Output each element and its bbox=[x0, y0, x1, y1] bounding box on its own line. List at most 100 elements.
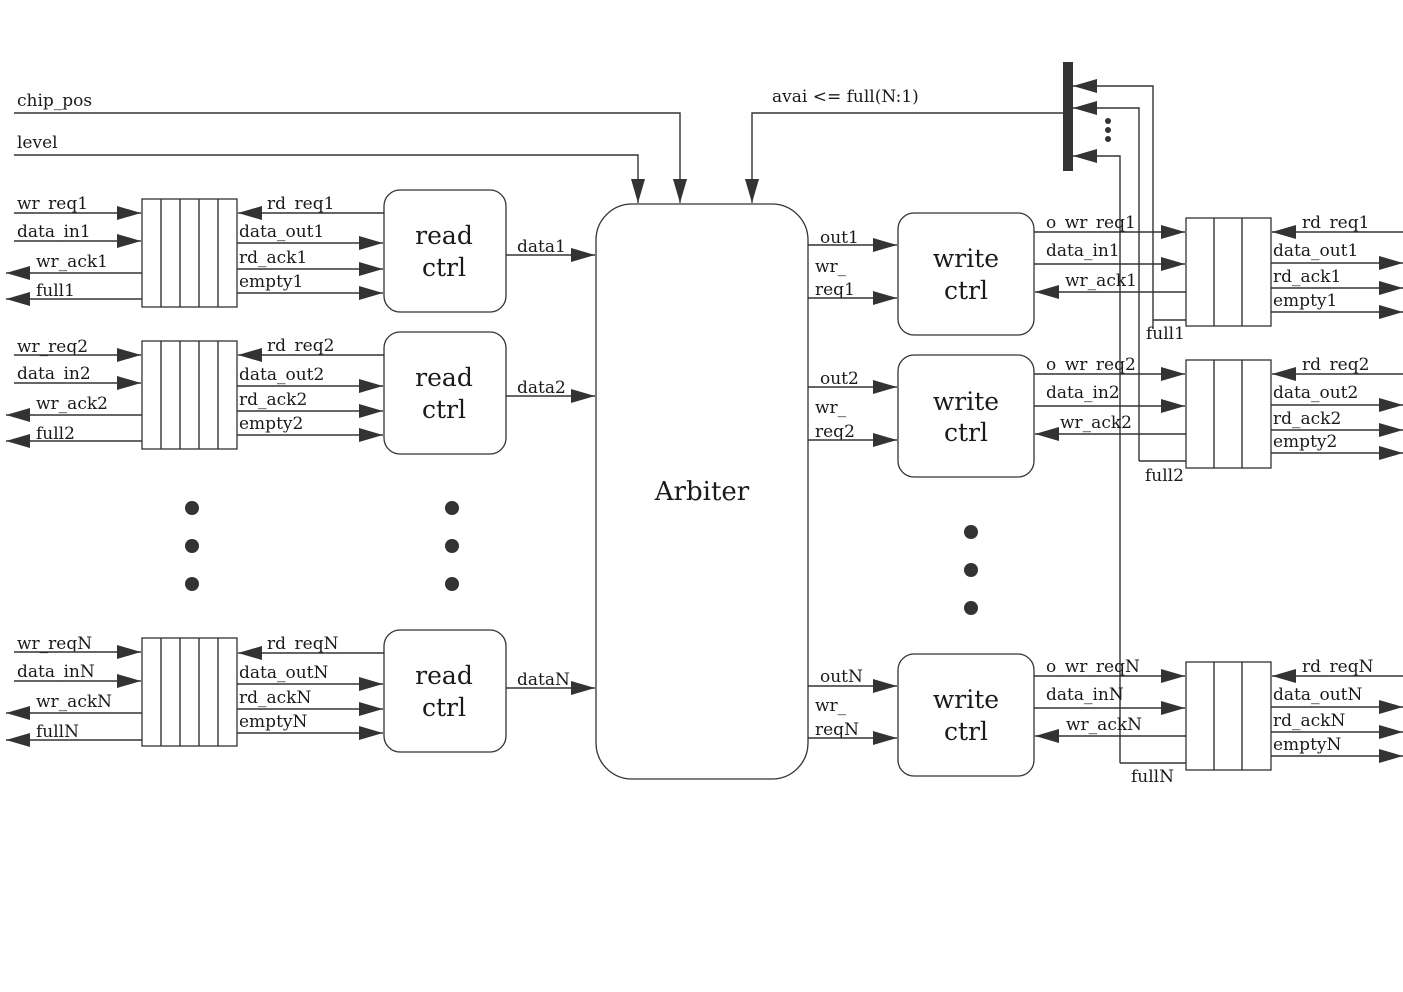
out-rd-req-n-label: rd_reqN bbox=[1302, 657, 1374, 677]
read-ctrl-n-label-bottom: ctrl bbox=[422, 693, 466, 722]
data-in-n-label: data_inN bbox=[17, 662, 95, 682]
chip-pos-wire bbox=[14, 112, 687, 203]
data-n-label: dataN bbox=[517, 670, 570, 690]
input-fifo-1 bbox=[141, 198, 238, 308]
input-fifo-1-slots bbox=[160, 199, 219, 307]
out-rd-req-1-label: rd_req1 bbox=[1302, 213, 1369, 233]
wr-req-1-label: wr_req1 bbox=[17, 194, 88, 214]
out-data-in-n-label: data_inN bbox=[1046, 685, 1124, 705]
full-2-label: full2 bbox=[36, 424, 75, 444]
write-ctrl-1-label-bottom: ctrl bbox=[944, 276, 988, 305]
level-wire bbox=[14, 154, 645, 203]
wr-n-label-top: wr_ bbox=[815, 696, 847, 716]
out-rd-ack-n-label: rd_ackN bbox=[1273, 711, 1345, 731]
out-1-label: out1 bbox=[820, 228, 859, 248]
input-fifo-2-slots bbox=[160, 341, 219, 449]
rd-req-n-label: rd_reqN bbox=[267, 634, 339, 654]
data-2-label: data2 bbox=[517, 378, 566, 398]
chip-pos-input: chip_pos bbox=[14, 91, 687, 203]
rd-ack-1-label: rd_ack1 bbox=[239, 248, 307, 268]
out-data-out-1-label: data_out1 bbox=[1273, 241, 1358, 261]
full-n-label: fullN bbox=[36, 722, 79, 742]
full1-feedback-wire bbox=[1073, 79, 1154, 329]
output-fifo-1-slots bbox=[1213, 218, 1243, 326]
out-empty-n-label: emptyN bbox=[1273, 735, 1341, 755]
arbiter-label: Arbiter bbox=[654, 477, 750, 507]
output-fifo-n-slots bbox=[1213, 662, 1243, 770]
empty-2-label: empty2 bbox=[239, 414, 303, 434]
output-fifo-2 bbox=[1185, 359, 1272, 469]
data-in-2-label: data_in2 bbox=[17, 364, 91, 384]
read-ctrl-2 bbox=[383, 331, 507, 455]
data-1-label: data1 bbox=[517, 237, 566, 257]
avai-input: avai <= full(N:1) bbox=[745, 87, 1064, 203]
output-ellipsis-icon bbox=[964, 525, 978, 615]
out-full-n-label: fullN bbox=[1131, 767, 1174, 787]
o-wr-req-2-label: o_wr_req2 bbox=[1046, 355, 1136, 375]
out-data-out-2-label: data_out2 bbox=[1273, 383, 1358, 403]
wr-ack-2-label: wr_ack2 bbox=[36, 394, 108, 414]
input-fifo-n-slots bbox=[160, 638, 219, 746]
empty-1-label: empty1 bbox=[239, 272, 303, 292]
read-ctrl-1-label-top: read bbox=[415, 221, 473, 250]
out-data-out-n-label: data_outN bbox=[1273, 685, 1362, 705]
out-empty-2-label: empty2 bbox=[1273, 432, 1337, 452]
write-ctrl-2-label-bottom: ctrl bbox=[944, 418, 988, 447]
out-wr-ack-n-label: wr_ackN bbox=[1066, 715, 1142, 735]
write-ctrl-1 bbox=[897, 212, 1035, 336]
wr-req-n-label: wr_reqN bbox=[17, 634, 92, 654]
input-fifo-n bbox=[141, 637, 238, 747]
out-rd-ack-2-label: rd_ack2 bbox=[1273, 409, 1341, 429]
rd-ack-n-label: rd_ackN bbox=[239, 688, 311, 708]
out-wr-ack-2-label: wr_ack2 bbox=[1060, 413, 1132, 433]
out-empty-1-label: empty1 bbox=[1273, 291, 1337, 311]
out-2-label: out2 bbox=[820, 369, 859, 389]
fulln-feedback-wire bbox=[1073, 149, 1121, 763]
output-channel-2: out2 wr_ req2 write ctrl o_wr_req2 data_… bbox=[808, 354, 1403, 486]
chip-pos-label: chip_pos bbox=[17, 91, 92, 111]
out-rd-ack-1-label: rd_ack1 bbox=[1273, 267, 1341, 287]
wr-n-label-bottom: reqN bbox=[815, 720, 859, 740]
output-fifo-n bbox=[1185, 661, 1272, 771]
read-ctrl-n-label-top: read bbox=[415, 661, 473, 690]
input-channel-1: wr_req1 data_in1 wr_ack1 full1 read ctrl… bbox=[6, 189, 595, 313]
read-ctrl-2-label-bottom: ctrl bbox=[422, 395, 466, 424]
out-full-2-label: full2 bbox=[1145, 466, 1184, 486]
level-input: level bbox=[14, 133, 645, 203]
arbiter-box bbox=[595, 203, 809, 780]
avai-wire bbox=[745, 112, 1064, 203]
write-ctrl-n-label-top: write bbox=[933, 685, 999, 714]
full-1-label: full1 bbox=[36, 281, 75, 301]
input-channel-2: wr_req2 data_in2 wr_ack2 full2 read ctrl… bbox=[6, 331, 595, 455]
out-rd-req-2-label: rd_req2 bbox=[1302, 355, 1369, 375]
out-n-label: outN bbox=[820, 667, 863, 687]
read-ctrl-2-label-top: read bbox=[415, 363, 473, 392]
wr-ack-1-label: wr_ack1 bbox=[36, 252, 108, 272]
output-channel-1: out1 wr_ req1 write ctrl o_wr_req1 data_… bbox=[808, 212, 1403, 344]
rd-req-2-label: rd_req2 bbox=[267, 336, 334, 356]
full-bus-bar bbox=[1063, 62, 1073, 171]
data-out-n-label: data_outN bbox=[239, 663, 328, 683]
write-ctrl-n bbox=[897, 653, 1035, 777]
rd-req-1-label: rd_req1 bbox=[267, 194, 334, 214]
input-ellipsis-icon bbox=[185, 501, 459, 591]
read-ctrl-1-label-bottom: ctrl bbox=[422, 253, 466, 282]
out-full-1-label: full1 bbox=[1146, 324, 1185, 344]
level-label: level bbox=[17, 133, 58, 153]
output-fifo-2-slots bbox=[1213, 360, 1243, 468]
o-wr-req-1-label: o_wr_req1 bbox=[1046, 213, 1136, 233]
empty-n-label: emptyN bbox=[239, 712, 307, 732]
input-fifo-2 bbox=[141, 340, 238, 450]
read-ctrl-1 bbox=[383, 189, 507, 313]
data-out-1-label: data_out1 bbox=[239, 222, 324, 242]
data-out-2-label: data_out2 bbox=[239, 365, 324, 385]
out-wr-ack-1-label: wr_ack1 bbox=[1065, 271, 1137, 291]
write-ctrl-2 bbox=[897, 354, 1035, 478]
data-in-1-label: data_in1 bbox=[17, 222, 91, 242]
wr-req-2-label: wr_req2 bbox=[17, 337, 88, 357]
wr-1-label-bottom: req1 bbox=[815, 280, 855, 300]
output-fifo-1 bbox=[1185, 217, 1272, 327]
rd-ack-2-label: rd_ack2 bbox=[239, 390, 307, 410]
bus-ellipsis-icon bbox=[1105, 118, 1111, 142]
